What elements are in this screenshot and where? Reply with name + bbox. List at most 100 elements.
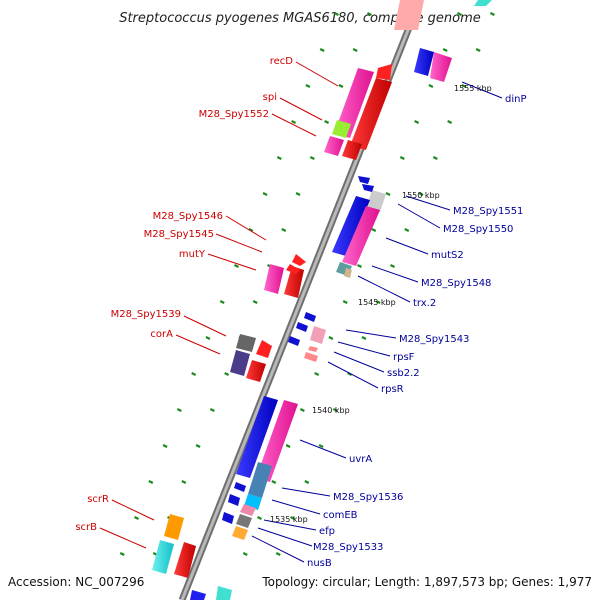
scale-tick xyxy=(262,192,268,196)
scale-tick xyxy=(271,480,277,484)
scale-tick xyxy=(319,48,325,52)
scale-tick xyxy=(324,120,330,124)
scale-tick xyxy=(356,264,362,268)
gene-M28_Spy1533 xyxy=(236,514,252,528)
scale-tick xyxy=(404,228,410,232)
gene-M28_Spy1536 xyxy=(248,462,272,498)
right-connectors xyxy=(251,81,503,563)
gene-uvrA xyxy=(256,400,298,482)
scale-tick xyxy=(281,228,287,232)
gene-efp xyxy=(240,504,256,516)
label-M28_Spy1533: M28_Spy1533 xyxy=(313,542,383,553)
gene-dinP-2 xyxy=(430,52,452,82)
accession-text: Accession: NC_007296 xyxy=(8,575,144,589)
label-dinP: dinP xyxy=(505,94,527,105)
scale-tick xyxy=(176,408,182,412)
scale-tick xyxy=(275,552,281,556)
scale-tick xyxy=(456,12,462,16)
gene-M28_Spy1546 xyxy=(292,254,306,266)
scale-tick xyxy=(328,336,334,340)
label-M28_Spy1551: M28_Spy1551 xyxy=(453,206,523,217)
gene-nusB xyxy=(232,526,248,540)
label-recD: recD xyxy=(270,56,294,67)
scale-tick xyxy=(191,372,197,376)
label-corA: corA xyxy=(150,329,173,340)
scale-tick xyxy=(291,120,297,124)
gene-bottom-partial xyxy=(190,590,206,600)
scale-tick xyxy=(205,336,211,340)
scale-tick xyxy=(119,552,125,556)
scale-tick xyxy=(314,372,320,376)
gene-mutS2 xyxy=(342,206,380,266)
scale-tick xyxy=(342,300,348,304)
gene-scrR xyxy=(164,514,184,540)
label-M28_Spy1550: M28_Spy1550 xyxy=(443,224,513,235)
label-scrR: scrR xyxy=(87,494,109,505)
scale-tick xyxy=(242,552,248,556)
gene-blue-small-6 xyxy=(222,512,234,524)
scale-tick xyxy=(418,192,424,196)
label-M28_Spy1543: M28_Spy1543 xyxy=(399,334,469,345)
gene-red-4 xyxy=(256,340,272,358)
gene-mutY xyxy=(264,264,284,294)
scale-tick xyxy=(224,372,230,376)
label-scrB: scrB xyxy=(75,522,97,533)
label-uvrA: uvrA xyxy=(349,454,372,465)
gene-red-5 xyxy=(246,360,266,382)
scale-tick xyxy=(333,12,339,16)
label-M28_Spy1548: M28_Spy1548 xyxy=(421,278,491,289)
gene-M28_Spy1552 xyxy=(324,136,344,156)
kbp-label-1540: 1540 kbp xyxy=(312,406,350,415)
gene-blue-column xyxy=(332,196,370,256)
gene-ssb2.2 xyxy=(304,352,318,362)
label-spi: spi xyxy=(263,92,277,103)
label-ssb2.2: ssb2.2 xyxy=(387,368,420,379)
label-mutS2: mutS2 xyxy=(431,250,464,261)
scale-tick xyxy=(290,516,296,520)
right-gene-labels: dinP M28_Spy1551 M28_Spy1550 mutS2 M28_S… xyxy=(307,94,527,569)
label-rpsF: rpsF xyxy=(393,352,415,363)
gene-corA xyxy=(230,350,250,376)
scale-tick xyxy=(338,84,344,88)
label-nusB: nusB xyxy=(307,558,332,569)
gene-M28_Spy1550 xyxy=(358,176,370,184)
scale-tick xyxy=(257,516,263,520)
gene-spi xyxy=(332,120,351,138)
scale-tick xyxy=(219,300,225,304)
gene-top-partial xyxy=(394,0,424,30)
gene-blue-small-4 xyxy=(234,482,246,492)
scale-tick xyxy=(428,84,434,88)
label-M28_Spy1536: M28_Spy1536 xyxy=(333,492,403,503)
map-title: Streptococcus pyogenes MGAS6180, complet… xyxy=(119,11,481,26)
label-efp: efp xyxy=(319,526,335,537)
gene-M28_Spy1539 xyxy=(236,334,256,352)
scale-tick xyxy=(148,480,154,484)
kbp-label-1545: 1545 kbp xyxy=(358,298,396,307)
gene-rpsF xyxy=(308,346,318,352)
scale-tick xyxy=(276,156,282,160)
kbp-scale-labels: 1555 kbp 1550 kbp 1545 kbp 1540 kbp 1535… xyxy=(270,84,492,524)
scale-tick xyxy=(489,12,495,16)
scale-tick xyxy=(461,84,467,88)
label-M28_Spy1552: M28_Spy1552 xyxy=(199,109,269,120)
gene-trx.2 xyxy=(344,268,352,278)
gene-blue-small-3 xyxy=(288,336,300,346)
scale-tick xyxy=(332,408,338,412)
gene-bottom-cyan xyxy=(216,586,232,600)
scale-tick xyxy=(195,444,201,448)
label-mutY: mutY xyxy=(179,249,206,260)
gene-blue-small-2 xyxy=(296,322,308,332)
scale-tick xyxy=(162,444,168,448)
label-comEB: comEB xyxy=(323,510,358,521)
gene-dinP xyxy=(414,48,434,76)
label-M28_Spy1539: M28_Spy1539 xyxy=(111,309,181,320)
gene-top-partial-2 xyxy=(474,0,492,6)
scale-tick xyxy=(285,444,291,448)
summary-text: Topology: circular; Length: 1,897,573 bp… xyxy=(261,575,592,589)
gene-M28_Spy1543 xyxy=(310,326,326,344)
scale-tick xyxy=(209,408,215,412)
kbp-label-1535: 1535 kbp xyxy=(270,515,308,524)
scale-tick xyxy=(304,480,310,484)
scale-tick xyxy=(305,84,311,88)
scale-tick xyxy=(352,48,358,52)
